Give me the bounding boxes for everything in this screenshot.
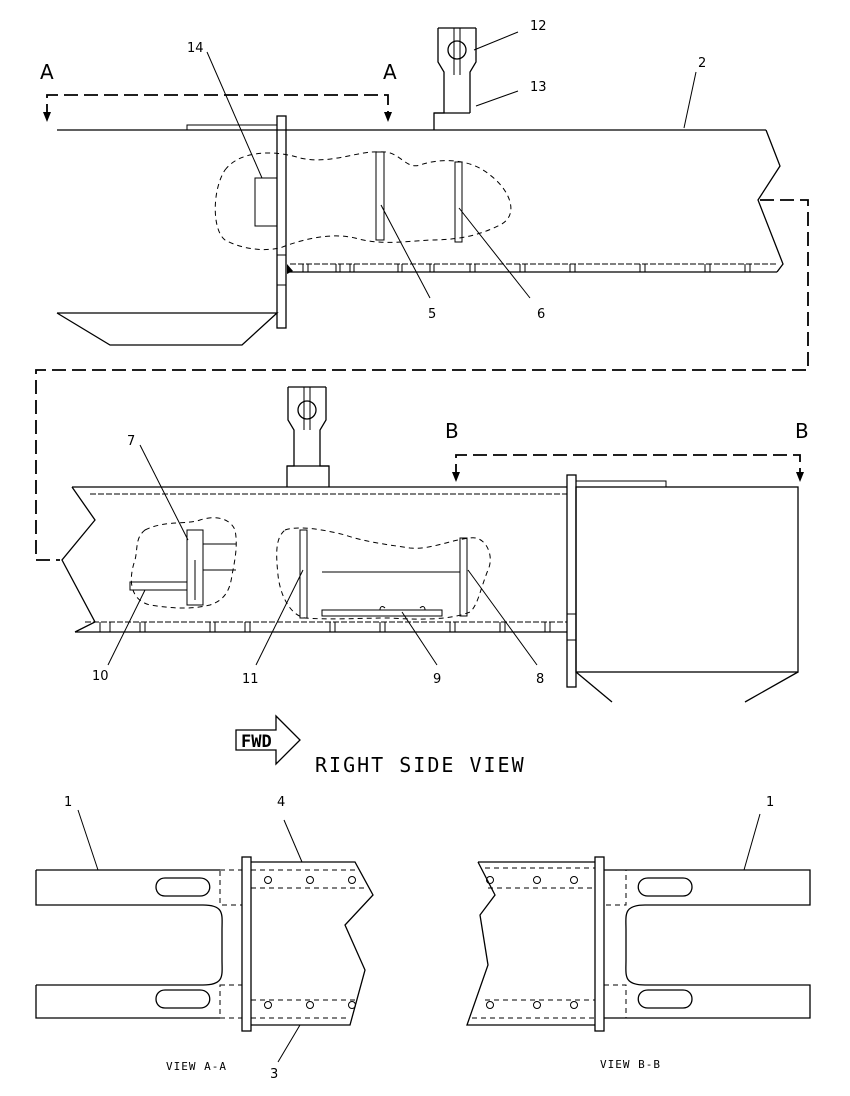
- view-b-b: VIEW B-B: [466, 856, 811, 1071]
- leader-lines: [77, 31, 761, 1063]
- fwd-label: FWD: [241, 732, 272, 752]
- mounting-bracket-upper: [433, 27, 477, 130]
- fwd-indicator: FWD: [235, 714, 301, 766]
- view-b-label: VIEW B-B: [600, 1058, 661, 1071]
- view-title: RIGHT SIDE VIEW: [315, 753, 526, 777]
- callout-13: 13: [530, 80, 547, 95]
- callout-9: 9: [433, 672, 441, 687]
- section-b-right-label: B: [795, 419, 809, 443]
- callout-4: 4: [277, 795, 285, 810]
- callout-1-right: 1: [766, 795, 774, 810]
- view-a-a: VIEW A-A: [35, 856, 374, 1073]
- callout-1-left: 1: [64, 795, 72, 810]
- lower-side-view: B B: [61, 386, 809, 703]
- upper-side-view: A A: [35, 27, 809, 561]
- continuation-line-upper: [35, 199, 809, 561]
- callout-2: 2: [698, 56, 706, 71]
- section-a-indicator: A A: [40, 60, 397, 122]
- beam-lower: [61, 474, 799, 703]
- section-b-indicator: B B: [445, 419, 809, 482]
- cutout-upper: [214, 151, 512, 251]
- cutout-lower-left: [129, 517, 237, 609]
- callout-10: 10: [92, 669, 109, 684]
- section-a-left-label: A: [40, 60, 54, 84]
- callout-6: 6: [537, 307, 545, 322]
- section-b-left-label: B: [445, 419, 459, 443]
- callout-3: 3: [270, 1067, 278, 1082]
- beam-upper: [56, 115, 784, 346]
- cutout-lower-middle: [276, 527, 491, 620]
- callout-8: 8: [536, 672, 544, 687]
- callout-7: 7: [127, 434, 135, 449]
- callout-12: 12: [530, 19, 547, 34]
- section-a-right-label: A: [383, 60, 397, 84]
- callout-5: 5: [428, 307, 436, 322]
- view-a-label: VIEW A-A: [166, 1060, 227, 1073]
- callout-14: 14: [187, 41, 204, 56]
- callout-numbers: 14 12 13 2 5 6 7 10 11 9 8 1 4 3 1: [64, 19, 774, 1082]
- mounting-bracket-lower: [286, 386, 330, 487]
- callout-11: 11: [242, 672, 259, 687]
